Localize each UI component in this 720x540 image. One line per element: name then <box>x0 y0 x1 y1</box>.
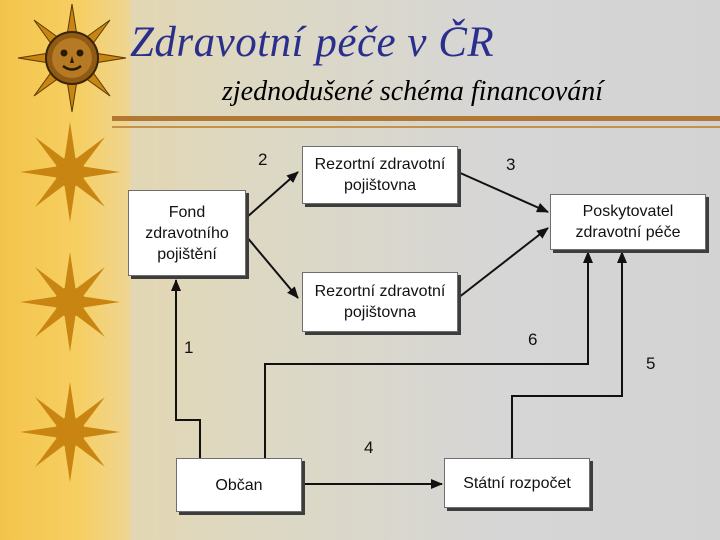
decorative-stripe <box>0 0 130 540</box>
flow-label-2: 2 <box>258 150 268 169</box>
node-fond-line: Fond <box>168 203 206 221</box>
node-obcan: Občan <box>176 458 302 512</box>
node-statni-rozpocet: Státní rozpočet <box>444 458 590 508</box>
flow-arrow-5 <box>511 251 627 458</box>
sun-icon <box>20 122 120 222</box>
sun-decorations <box>17 3 127 482</box>
node-rezortni-top: Rezortní zdravotní pojištovna <box>302 146 458 204</box>
node-rezortni-bottom-line: pojištovna <box>343 304 417 321</box>
slide-subtitle: zjednodušené schéma financování <box>222 76 604 107</box>
flow-arrow-6 <box>264 251 593 458</box>
node-fond-line: zdravotního <box>145 224 229 242</box>
flow-label-5: 5 <box>646 354 656 373</box>
title-rule <box>112 116 720 121</box>
sun-face-icon <box>17 3 127 113</box>
flow-arrow-3-bottom <box>457 227 549 299</box>
flow-arrow-2-bottom <box>245 235 299 299</box>
node-fond-line: pojištění <box>157 245 217 263</box>
title-rule-thin <box>112 126 720 128</box>
node-poskytovatel-line: zdravotní péče <box>575 224 681 241</box>
flow-arrow-3-top <box>457 171 549 213</box>
node-rezortni-top-line: Rezortní zdravotní <box>314 156 446 173</box>
slide-title: Zdravotní péče v ČR <box>130 19 495 66</box>
flow-label-6: 6 <box>528 330 538 349</box>
flow-arrow-2-top <box>245 171 299 219</box>
node-poskytovatel: Poskytovatel zdravotní péče <box>550 194 706 250</box>
node-rezortni-bottom-line: Rezortní zdravotní <box>314 283 446 300</box>
sun-icon <box>20 382 120 482</box>
flow-label-3: 3 <box>506 155 516 174</box>
flow-label-4: 4 <box>364 438 374 457</box>
node-rezortni-top-line: pojištovna <box>343 177 417 194</box>
node-rezortni-bottom: Rezortní zdravotní pojištovna <box>302 272 458 332</box>
flow-label-1: 1 <box>184 338 194 357</box>
node-obcan-label: Občan <box>215 476 263 494</box>
node-fond: Fond zdravotního pojištění <box>128 190 246 276</box>
flow-arrow-1 <box>171 279 201 458</box>
node-statni-rozpocet-label: Státní rozpočet <box>463 474 571 492</box>
sun-icon <box>20 252 120 352</box>
node-poskytovatel-line: Poskytovatel <box>582 203 674 220</box>
